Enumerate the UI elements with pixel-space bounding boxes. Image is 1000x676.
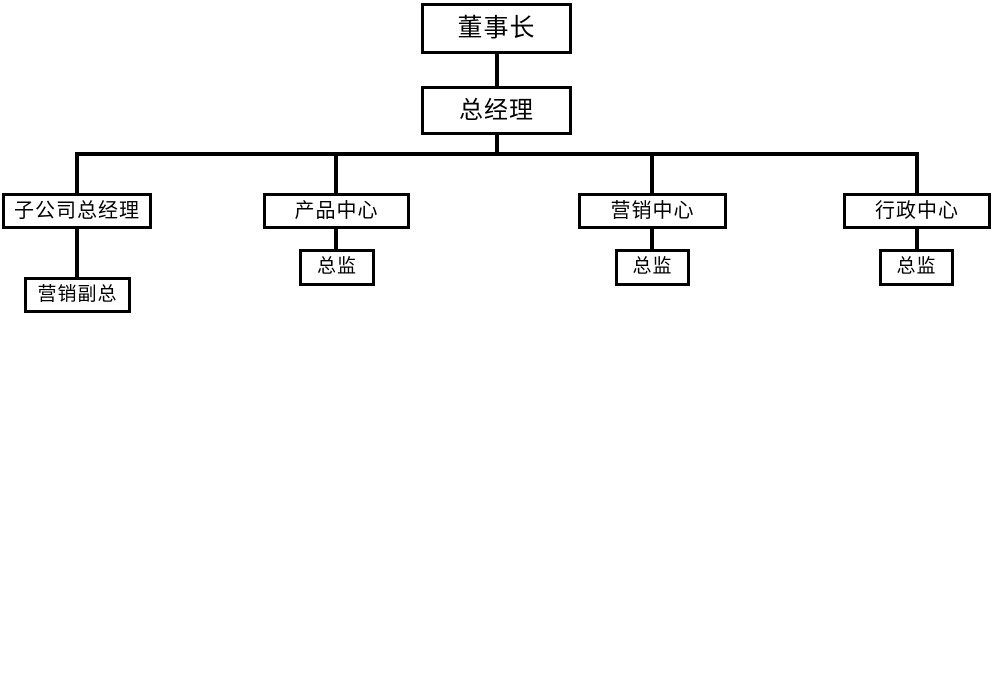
connector-bus-to-product-center <box>334 152 338 195</box>
connector-marketing-to-director <box>650 227 654 251</box>
connector-chairman-to-gm <box>495 52 499 88</box>
org-node-label-administration-center: 行政中心 <box>875 198 959 222</box>
org-node-product-center[interactable]: 产品中心 <box>263 193 410 229</box>
org-node-label-product-director: 总监 <box>316 255 357 277</box>
org-node-subsidiary-general-manager[interactable]: 子公司总经理 <box>2 193 152 229</box>
connector-bus-to-subsidiary <box>75 152 79 195</box>
connector-gm-to-bus <box>495 133 499 156</box>
org-node-label-marketing-vice-president: 营销副总 <box>37 282 118 305</box>
org-node-label-marketing-director: 总监 <box>632 255 673 277</box>
org-node-product-director[interactable]: 总监 <box>299 249 375 286</box>
connector-subsidiary-to-mkt-vp <box>75 227 79 279</box>
org-node-chairman[interactable]: 董事长 <box>421 3 572 54</box>
org-node-label-subsidiary-general-manager: 子公司总经理 <box>14 198 140 222</box>
org-node-administration-director[interactable]: 总监 <box>879 249 954 286</box>
org-node-marketing-vice-president[interactable]: 营销副总 <box>24 277 131 313</box>
org-node-label-marketing-center: 营销中心 <box>610 198 695 222</box>
connector-bus-to-admin-center <box>915 152 919 195</box>
connector-product-to-director <box>334 227 338 251</box>
org-node-marketing-center[interactable]: 营销中心 <box>578 193 727 229</box>
org-node-label-general-manager: 总经理 <box>459 95 534 124</box>
connector-bus-to-marketing-center <box>650 152 654 195</box>
connector-admin-to-director <box>915 227 919 251</box>
org-node-label-administration-director: 总监 <box>896 255 937 277</box>
org-node-label-product-center: 产品中心 <box>294 198 379 222</box>
org-node-general-manager[interactable]: 总经理 <box>421 86 572 135</box>
org-node-administration-center[interactable]: 行政中心 <box>843 193 991 229</box>
org-node-marketing-director[interactable]: 总监 <box>615 249 690 286</box>
connector-level3-bus <box>77 152 919 156</box>
org-node-label-chairman: 董事长 <box>457 13 536 42</box>
